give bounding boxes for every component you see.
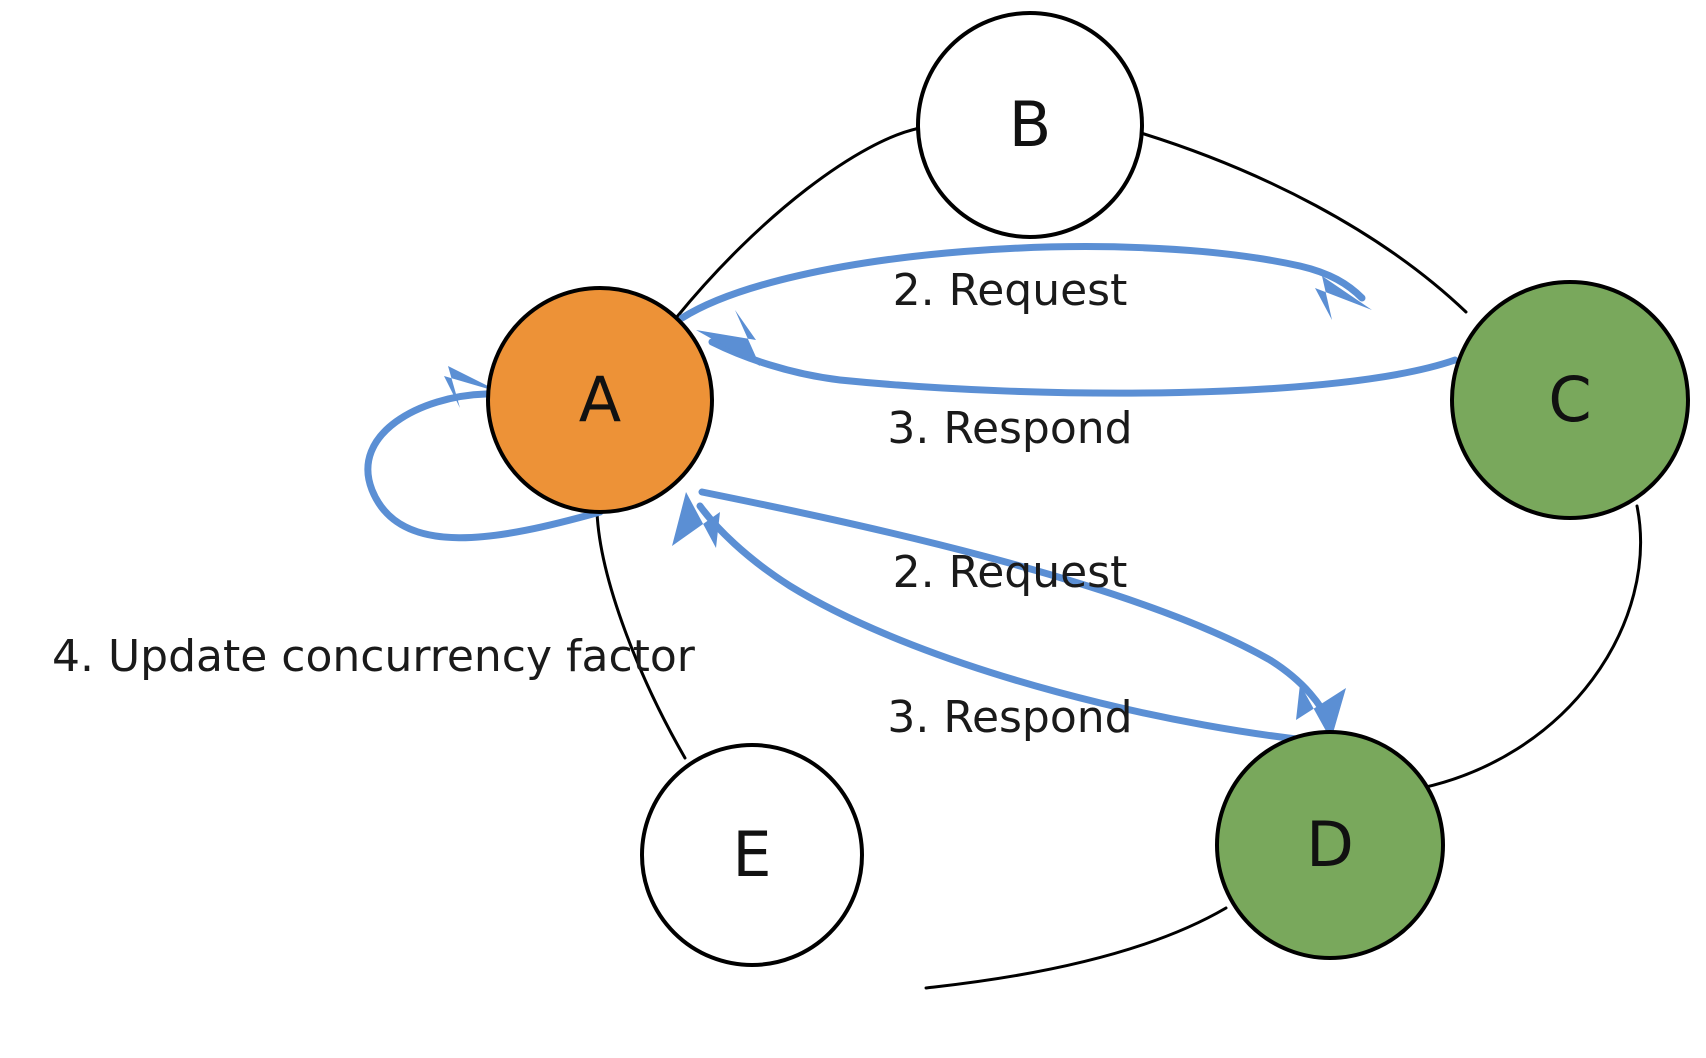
node-a-label: A (579, 363, 621, 436)
node-a-circle[interactable] (486, 286, 714, 514)
node-b-label: B (1009, 88, 1052, 161)
node-c-label: C (1548, 363, 1591, 436)
c-a-respond-arrowhead (696, 310, 760, 366)
node-e-circle[interactable] (640, 743, 864, 967)
node-b[interactable]: B (916, 11, 1144, 239)
ring-edge-e-a (595, 510, 687, 760)
a-self-loop-arrowhead (444, 366, 502, 408)
a-self-loop-path (364, 390, 604, 542)
node-c[interactable]: C (1450, 280, 1690, 520)
edge-label-group: 2. Request 3. Respond 2. Request 3. Resp… (52, 265, 1133, 743)
ring-edge-b-c (1139, 131, 1468, 314)
node-d-label: D (1306, 808, 1354, 881)
node-d-circle[interactable] (1215, 730, 1445, 960)
message-edge-d-a-respond (672, 492, 1340, 747)
ring-edge-a-b (674, 126, 922, 320)
message-edge-c-a-respond (696, 310, 1459, 397)
node-b-circle[interactable] (916, 11, 1144, 239)
edge-label-a-d-request: 2. Request (893, 547, 1128, 598)
node-c-circle[interactable] (1450, 280, 1690, 520)
node-group: A B C D E (486, 11, 1690, 967)
node-e[interactable]: E (640, 743, 864, 967)
edge-label-a-self-loop: 4. Update concurrency factor (52, 631, 696, 682)
message-edge-a-d-request (698, 488, 1346, 740)
ring-edge-group (595, 126, 1643, 990)
edge-label-c-a-respond: 3. Respond (887, 403, 1132, 454)
ring-edge-d-e (924, 906, 1228, 990)
a-d-request-path (698, 488, 1334, 728)
message-edge-a-self-loop (364, 366, 604, 542)
edge-label-d-a-respond: 3. Respond (887, 692, 1132, 743)
a-c-request-path (678, 243, 1366, 322)
d-a-respond-path (696, 502, 1340, 747)
a-c-request-arrowhead (1315, 276, 1372, 320)
ring-edge-c-d (1410, 504, 1643, 792)
node-a[interactable]: A (486, 286, 714, 514)
message-edge-a-c-request (678, 243, 1372, 322)
node-d[interactable]: D (1215, 730, 1445, 960)
edge-label-a-c-request: 2. Request (893, 265, 1128, 316)
a-d-request-arrowhead (1296, 684, 1346, 740)
c-a-respond-path (708, 338, 1459, 397)
d-a-respond-arrowhead (672, 492, 720, 548)
node-e-label: E (732, 818, 771, 891)
